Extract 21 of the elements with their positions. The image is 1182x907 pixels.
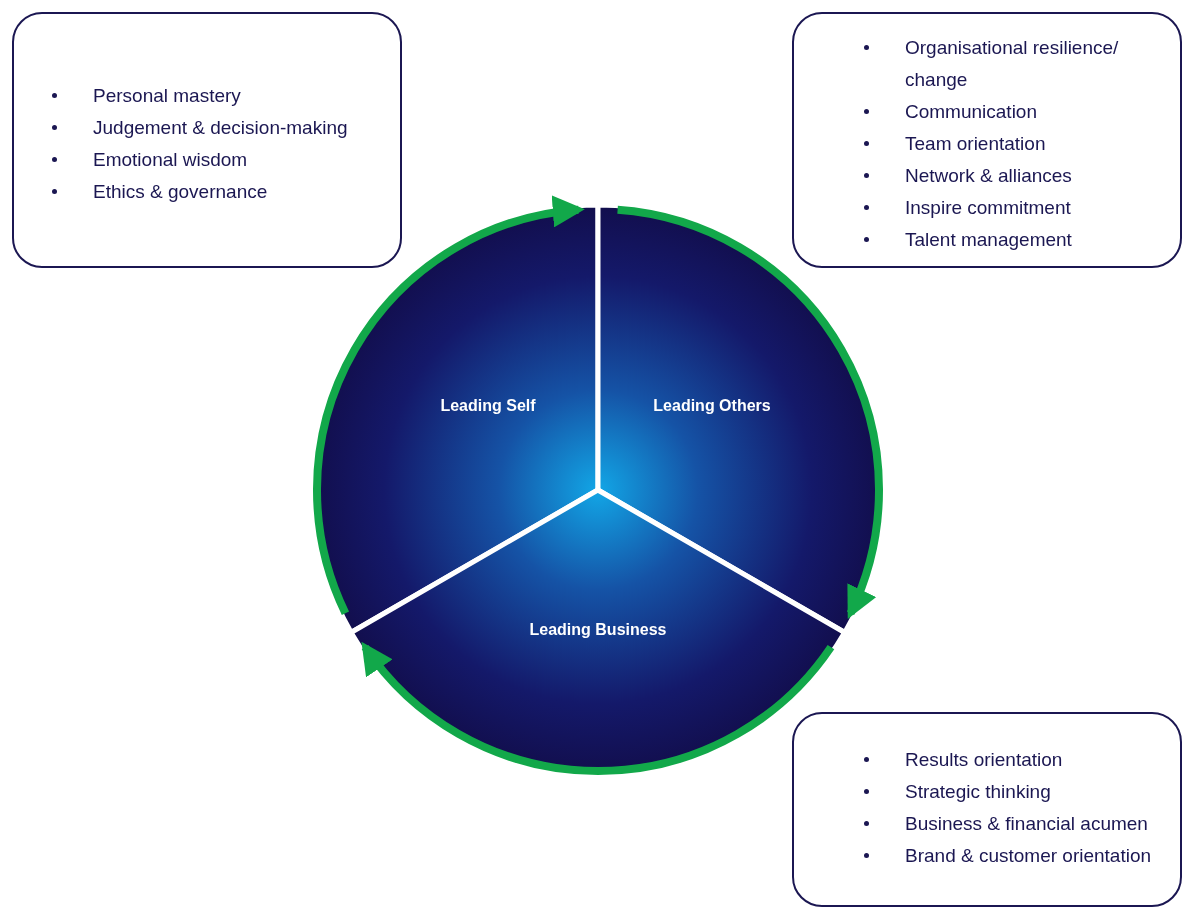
list-item-text: Communication	[905, 101, 1037, 122]
list-item-text: Personal mastery	[93, 85, 241, 106]
list-item-text: Brand & customer orientation	[905, 845, 1152, 866]
sector-label: Leading Business	[529, 621, 667, 639]
text-box	[12, 12, 402, 268]
text-box	[792, 12, 1182, 268]
curved-arrow	[361, 642, 835, 775]
list-item-text: Team orientation	[905, 133, 1046, 154]
list-item-text: Results orientation	[905, 749, 1063, 770]
list-item-text: Organisational resilience/ change	[905, 37, 1119, 90]
list-item-text: Business & financial acumen	[905, 813, 1148, 834]
list-item-text: Emotional wisdom	[93, 149, 248, 170]
sector-label: Leading Others	[653, 397, 771, 415]
list-item-text: Talent management	[905, 229, 1072, 250]
list-item-text: Network & alliances	[905, 165, 1072, 186]
list-item-text: Judgement & decision-making	[93, 117, 348, 138]
list-item-text: Inspire commitment	[905, 197, 1071, 218]
text-box	[792, 712, 1182, 907]
list-item-text: Strategic thinking	[905, 781, 1051, 802]
list-item-text: Ethics & governance	[93, 181, 268, 202]
sector-label: Leading Self	[440, 397, 536, 415]
